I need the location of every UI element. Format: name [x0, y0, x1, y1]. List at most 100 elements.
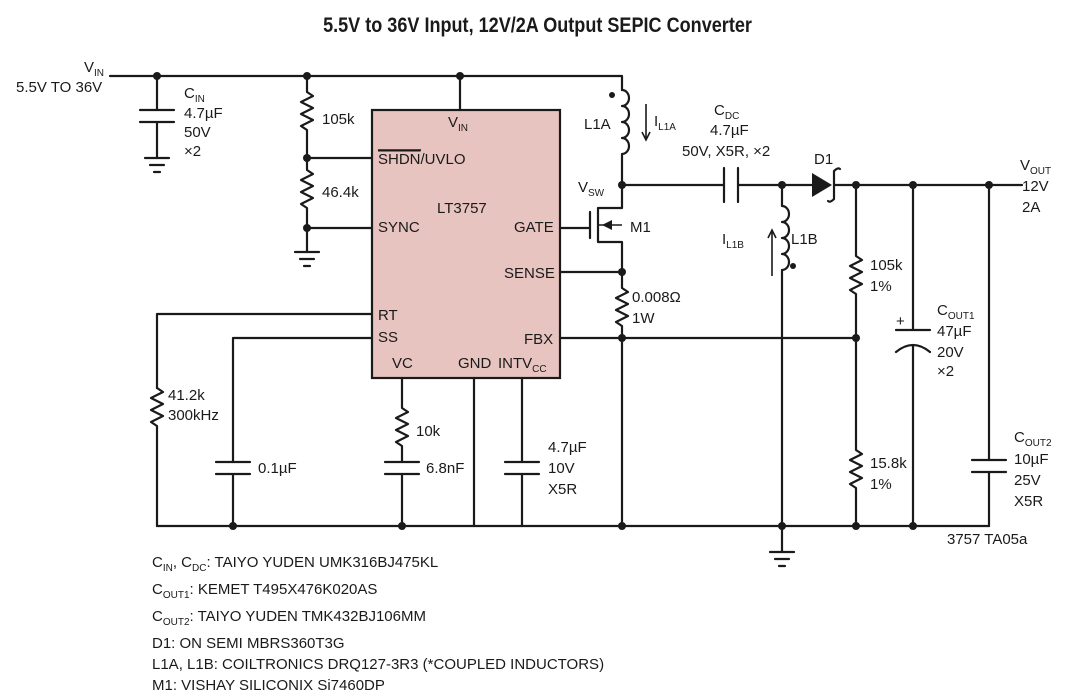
node-dot — [398, 522, 406, 530]
diode-d1-cathode — [826, 167, 842, 203]
rfb1-value: 105k — [870, 257, 903, 274]
r46k-label: 46.4k — [322, 184, 359, 201]
cin-count: ×2 — [184, 143, 201, 160]
cdc-value: 4.7µF — [710, 122, 749, 139]
pin-gnd: GND — [458, 355, 492, 372]
note-line: CIN, CDC: TAIYO YUDEN UMK316BJ475KL — [152, 554, 439, 574]
pin-vc: VC — [392, 355, 413, 372]
cout1-capacitor — [894, 183, 932, 528]
resistor-fb-15-8k — [848, 336, 864, 528]
note-line: D1: ON SEMI MBRS360T3G — [152, 635, 345, 652]
node-dot — [618, 522, 626, 530]
ground-icon — [768, 550, 796, 568]
rc-value: 10k — [416, 423, 441, 440]
resistor-rt — [149, 386, 165, 528]
rfb2-tol: 1% — [870, 476, 892, 493]
cout2-type: X5R — [1014, 493, 1043, 510]
cdc-capacitor — [722, 166, 740, 204]
cin-voltage: 50V — [184, 124, 211, 141]
figure-id: 3757 TA05a — [947, 531, 1028, 548]
vin-range-label: 5.5V TO 36V — [16, 79, 102, 96]
cout1-label: COUT1 — [937, 302, 975, 322]
pin-ss: SS — [378, 329, 398, 346]
pin-sync: SYNC — [378, 219, 420, 236]
cin-label: CIN — [184, 85, 205, 105]
il1a-label: IL1A — [654, 113, 676, 133]
note-line: M1: VISHAY SILICONIX Si7460DP — [152, 677, 385, 694]
ground-icon — [143, 156, 171, 174]
resistor-sense — [614, 270, 630, 528]
cdc-voltage: 50V, X5R, ×2 — [682, 143, 770, 160]
cout1-voltage: 20V — [937, 344, 964, 361]
cc-value: 6.8nF — [426, 460, 464, 477]
cout1-value: 47µF — [937, 323, 972, 340]
ic-lt3757 — [370, 108, 562, 380]
cin-capacitor — [138, 74, 176, 160]
cout2-value: 10µF — [1014, 451, 1049, 468]
il1b-label: IL1B — [722, 231, 744, 251]
cout1-plus: + — [896, 313, 905, 330]
cvcc-capacitor — [503, 376, 541, 528]
wire — [231, 336, 374, 464]
r105k-label: 105k — [322, 111, 355, 128]
note-line: L1A, L1B: COILTRONICS DRQ127-3R3 (*COUPL… — [152, 656, 605, 673]
coupling-dot — [609, 92, 615, 98]
pin-intvcc: INTVCC — [498, 355, 547, 375]
coupling-dot — [790, 263, 796, 269]
cout1-count: ×2 — [937, 363, 954, 380]
node-dot — [909, 522, 917, 530]
l1a-label: L1A — [584, 116, 611, 133]
resistor-fb-105k — [848, 183, 864, 340]
node-dot — [852, 522, 860, 530]
css-capacitor — [214, 460, 252, 528]
cin-value: 4.7µF — [184, 105, 223, 122]
ground-icon — [293, 250, 321, 268]
mosfet-arrow — [602, 220, 612, 230]
node-dot — [229, 522, 237, 530]
pin-shdn-uvlo: SHDN/UVLO — [378, 151, 466, 168]
note-line: COUT1: KEMET T495X476K020AS — [152, 581, 378, 601]
current-arrow-l1a — [641, 104, 651, 142]
pin-rt: RT — [378, 307, 398, 324]
diagram-title: 5.5V to 36V Input, 12V/2A Output SEPIC C… — [323, 14, 752, 37]
rsense-value: 0.008Ω — [632, 289, 681, 306]
cvcc-type: X5R — [548, 481, 577, 498]
rsense-power: 1W — [632, 310, 655, 327]
cout2-label: COUT2 — [1014, 429, 1052, 449]
wire — [155, 312, 374, 390]
note-line: COUT2: TAIYO YUDEN TMK432BJ106MM — [152, 608, 426, 628]
resistor-105k — [299, 74, 315, 160]
css-value: 0.1µF — [258, 460, 297, 477]
cout2-capacitor — [970, 183, 1008, 528]
diode-d1-body — [812, 173, 832, 197]
resistor-rc — [383, 376, 421, 528]
rt-frequency: 300kHz — [168, 407, 219, 424]
cout2-voltage: 25V — [1014, 472, 1041, 489]
pin-vin: VIN — [448, 114, 468, 134]
resistor-46-4k — [299, 156, 315, 230]
rt-value: 41.2k — [168, 387, 205, 404]
vout-current: 2A — [1022, 199, 1040, 216]
vin-label: VIN — [84, 59, 104, 79]
rfb2-value: 15.8k — [870, 455, 907, 472]
pin-sense: SENSE — [504, 265, 555, 282]
d1-label: D1 — [814, 151, 833, 168]
wire — [305, 226, 374, 254]
vsw-label: VSW — [578, 179, 605, 199]
m1-label: M1 — [630, 219, 651, 236]
cdc-label: CDC — [714, 102, 739, 122]
inductor-l1a — [620, 88, 631, 187]
current-arrow-l1b — [767, 228, 777, 276]
vout-label: VOUT — [1020, 157, 1051, 177]
l1b-label: L1B — [791, 231, 818, 248]
pin-gate: GATE — [514, 219, 554, 236]
rfb1-tol: 1% — [870, 278, 892, 295]
cvcc-value: 4.7µF — [548, 439, 587, 456]
pin-fbx: FBX — [524, 331, 553, 348]
node-dot — [618, 334, 626, 342]
cvcc-voltage: 10V — [548, 460, 575, 477]
parts-notes: CIN, CDC: TAIYO YUDEN UMK316BJ475KL COUT1… — [152, 552, 604, 696]
vout-voltage: 12V — [1022, 178, 1049, 195]
chip-name: LT3757 — [437, 200, 487, 217]
